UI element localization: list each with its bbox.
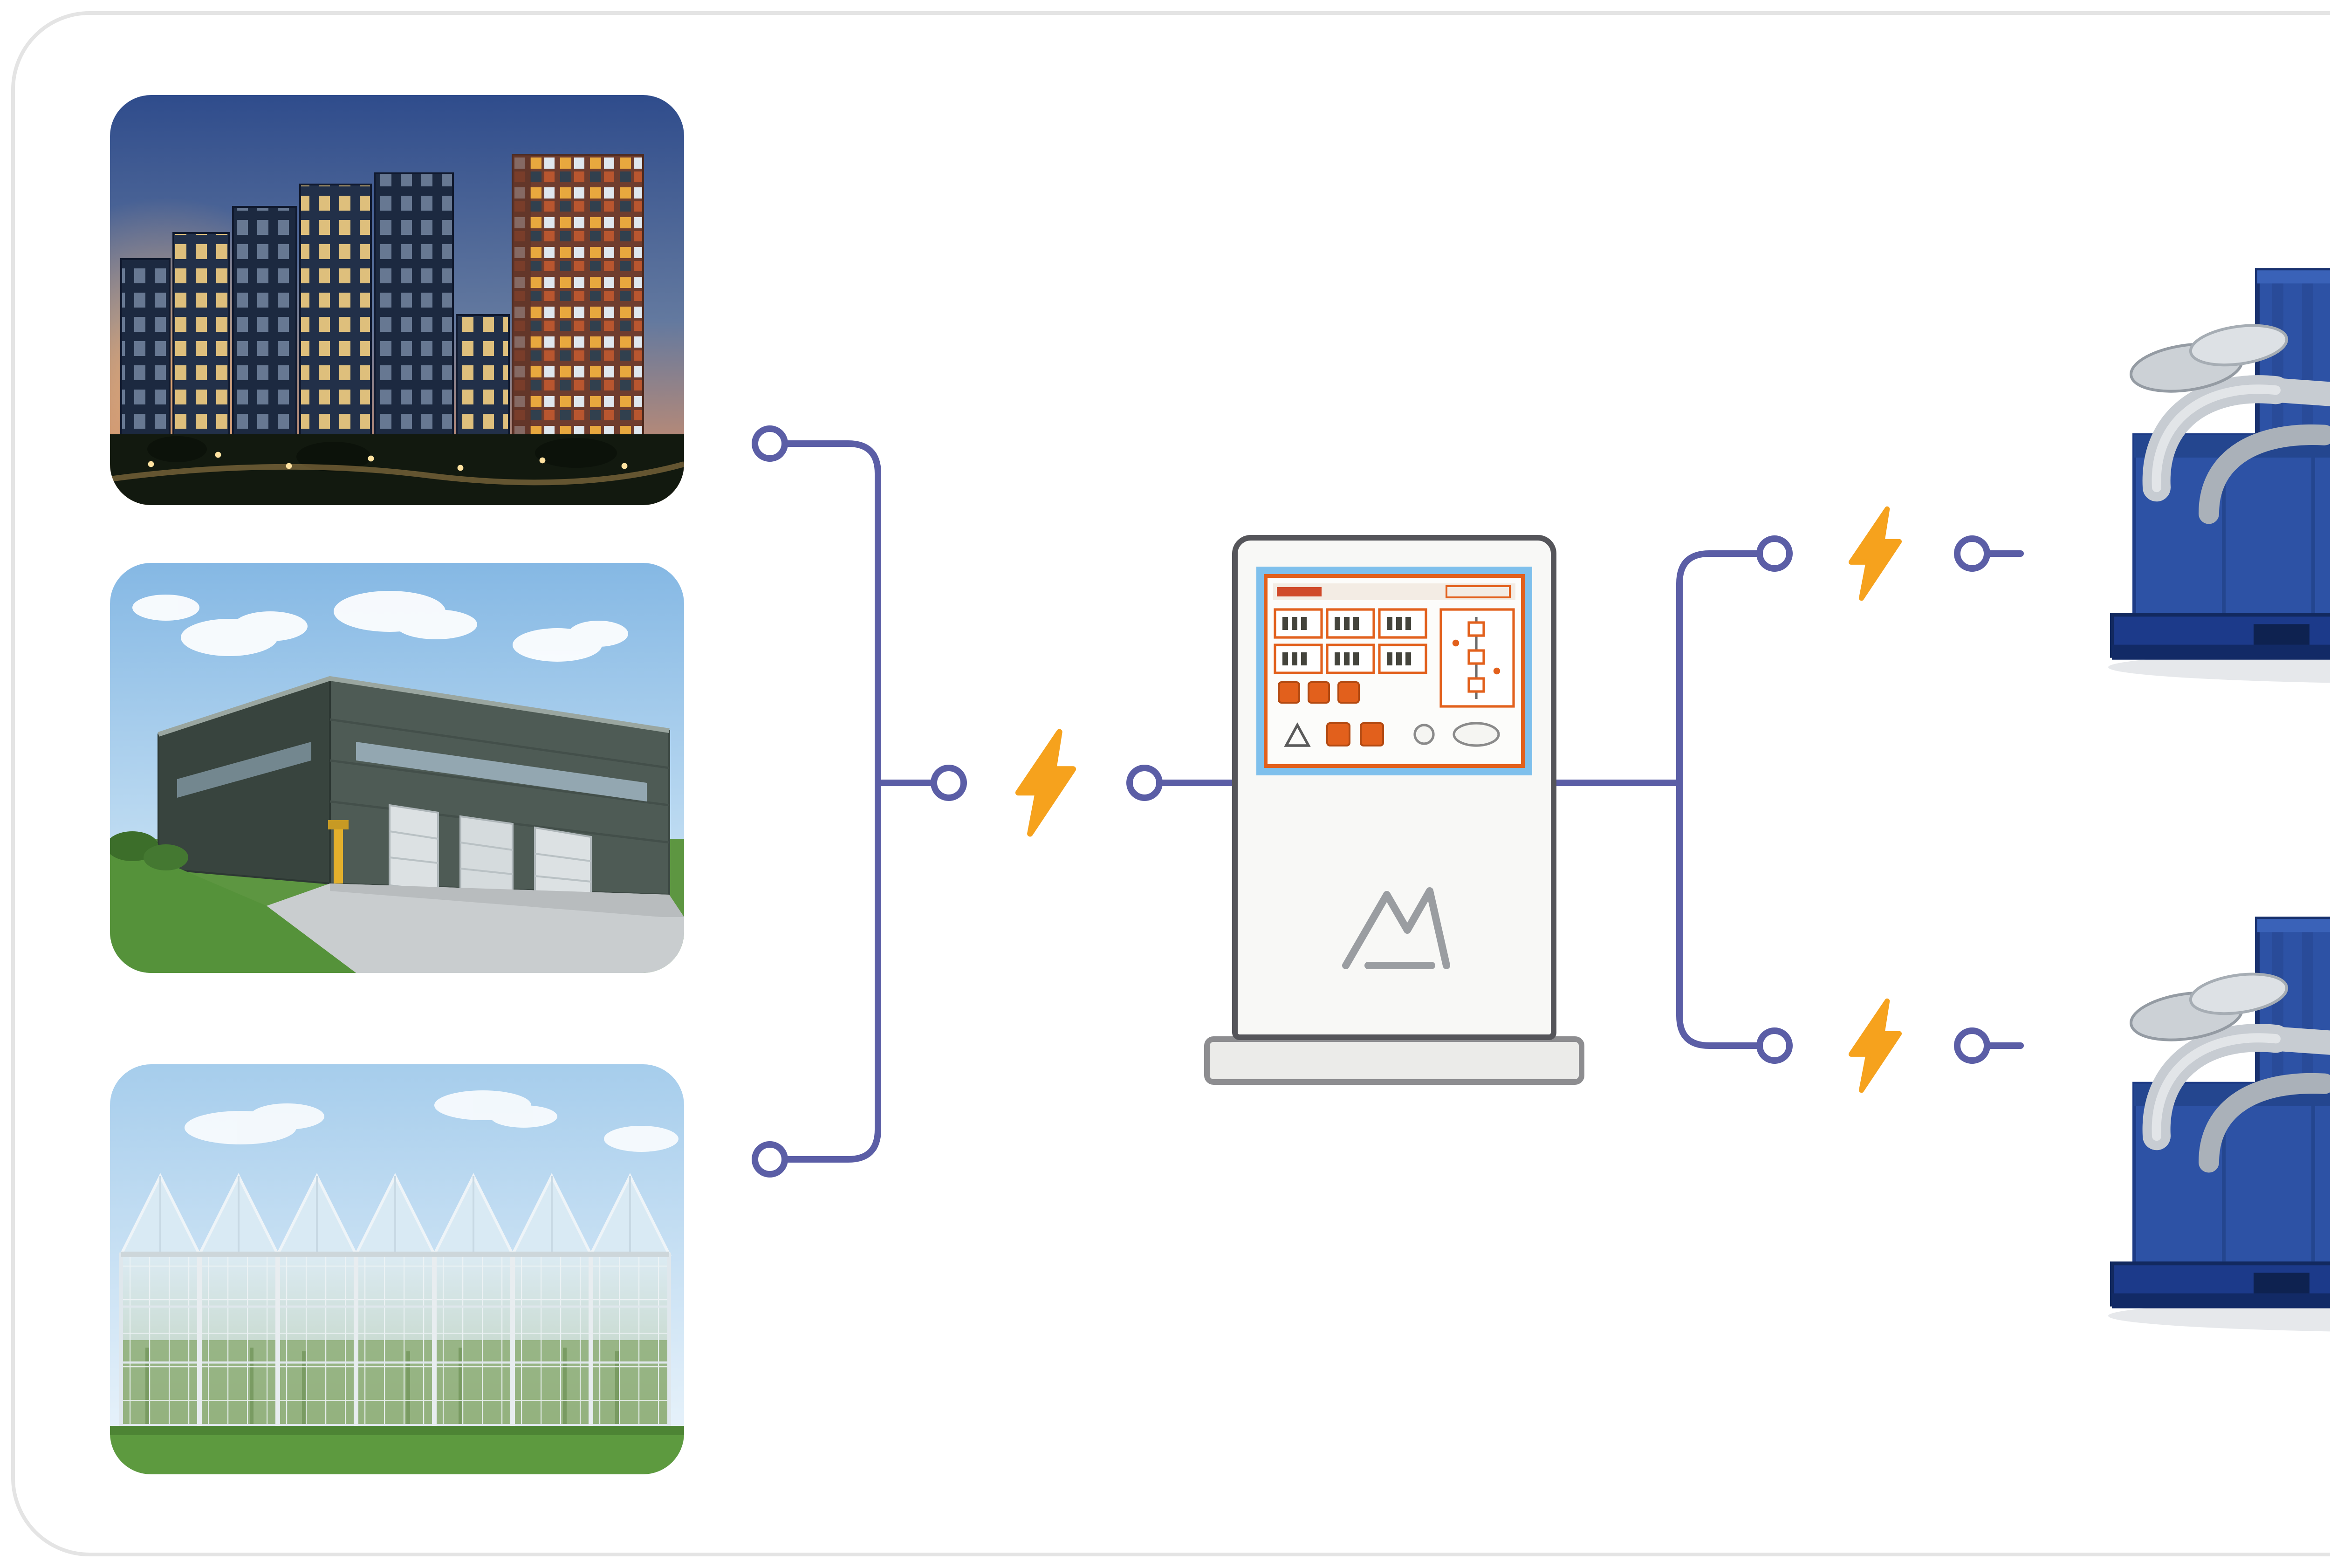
cabinet-pedestal-base xyxy=(1204,1036,1584,1085)
connection-node xyxy=(752,425,788,462)
diesel-generator-1 xyxy=(2015,248,2330,690)
lightning-bolt-icon xyxy=(1851,509,1899,598)
control-screen xyxy=(1256,567,1532,775)
industrial-photo-art xyxy=(110,563,684,973)
connection-node xyxy=(1954,1027,1990,1064)
connection-node xyxy=(1126,765,1163,801)
connection-node xyxy=(931,765,967,801)
connection-node xyxy=(1756,1027,1793,1064)
connection-node xyxy=(1954,535,1990,572)
connection-nodes xyxy=(752,425,1990,1178)
greenhouse-photo-art xyxy=(110,1064,684,1474)
wires xyxy=(781,440,2024,1163)
lightning-bolt-icon xyxy=(1018,732,1073,834)
control-cabinet xyxy=(1232,535,1556,1040)
residential-buildings-photo xyxy=(110,95,684,505)
residential-photo-art xyxy=(110,95,684,505)
diesel-generator-2 xyxy=(2015,897,2330,1338)
connection-node xyxy=(752,1141,788,1178)
industrial-building-photo xyxy=(110,563,684,973)
generator-art xyxy=(2015,248,2330,690)
controller-ui-art xyxy=(1264,574,1525,768)
generator-art xyxy=(2015,897,2330,1338)
greenhouse-photo xyxy=(110,1064,684,1474)
brand-logo-icon xyxy=(1342,887,1450,969)
connection-node xyxy=(1756,535,1793,572)
lightning-bolt-icon xyxy=(1851,1001,1899,1090)
